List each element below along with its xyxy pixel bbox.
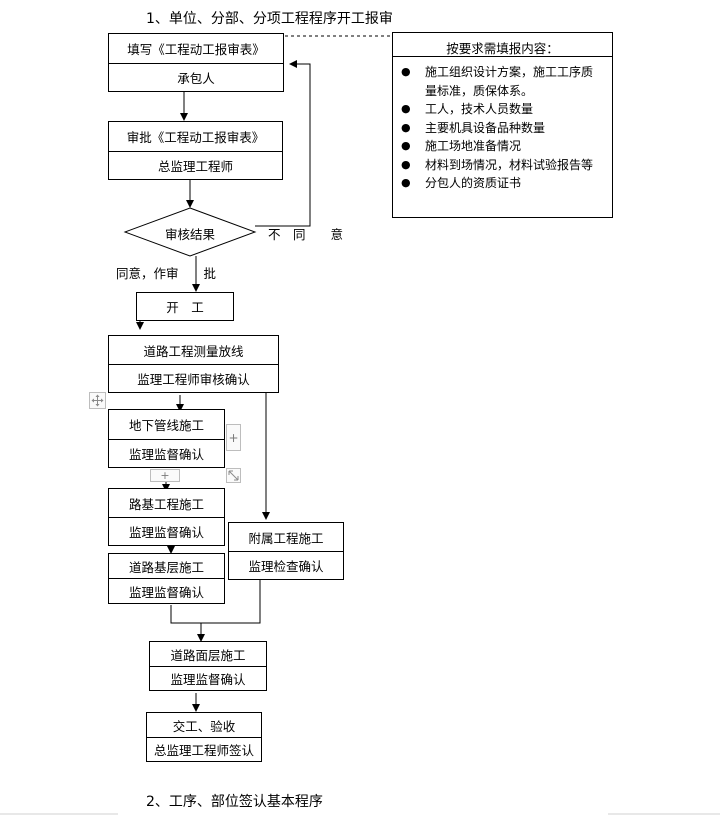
resize-icon[interactable]: [226, 468, 241, 483]
base-layer-confirm: 监理监督确认: [109, 578, 224, 603]
requirements-box: 按要求需填报内容： 施工组织设计方案，施工工序质量标准，质保体系。 工人，技术人…: [392, 32, 613, 218]
requirement-item: 工人，技术人员数量: [401, 100, 604, 119]
approve-form-title: 审批《工程动工报审表》: [126, 130, 265, 145]
move-arrows-icon: [91, 394, 104, 407]
survey-box: 道路工程测量放线 监理工程师审核确认: [108, 335, 279, 393]
review-diamond: [123, 207, 257, 257]
merge-line: [170, 580, 261, 624]
pipeline-box: 地下管线施工 监理监督确认: [108, 409, 225, 468]
subgrade-box: 路基工程施工 监理监督确认: [108, 488, 225, 546]
ancillary-box: 附属工程施工 监理检查确认: [228, 522, 344, 580]
section-2-heading: 2、工序、部位签认基本程序: [146, 794, 323, 810]
section-1-heading: 1、单位、分部、分项工程程序开工报审: [146, 11, 393, 27]
fill-form-box: 填写《工程动工报审表》 承包人: [108, 33, 284, 92]
approve-form-box: 审批《工程动工报审表》 总监理工程师: [108, 121, 283, 180]
requirements-title: 按要求需填报内容：: [393, 33, 612, 57]
surface-layer-title: 道路面层施工: [170, 647, 246, 663]
requirement-item: 材料到场情况，材料试验报告等: [401, 156, 604, 175]
add-column-button[interactable]: +: [226, 424, 241, 451]
add-row-button[interactable]: +: [150, 469, 180, 482]
subgrade-title: 路基工程施工: [128, 496, 204, 512]
handover-title: 交工、验收: [172, 718, 236, 734]
requirement-item: 施工场地准备情况: [401, 137, 604, 156]
requirements-list: 施工组织设计方案，施工工序质量标准，质保体系。 工人，技术人员数量 主要机具设备…: [393, 57, 612, 193]
move-icon[interactable]: [89, 392, 106, 409]
arrow-disagree-loop: [255, 60, 311, 227]
subgrade-confirm: 监理监督确认: [109, 517, 224, 545]
start-work-box: 开 工: [136, 292, 234, 321]
surface-layer-box: 道路面层施工 监理监督确认: [149, 641, 267, 691]
base-layer-title: 道路基层施工: [128, 559, 204, 575]
handover-signoff: 总监理工程师签认: [147, 737, 261, 761]
base-layer-box: 道路基层施工 监理监督确认: [108, 553, 225, 604]
agree-label: 同意，作审 批: [116, 266, 217, 281]
requirement-item: 施工组织设计方案，施工工序质量标准，质保体系。: [401, 63, 604, 100]
survey-confirm: 监理工程师审核确认: [109, 364, 278, 392]
approve-form-owner: 总监理工程师: [109, 151, 282, 179]
pipeline-confirm: 监理监督确认: [109, 439, 224, 467]
requirement-item: 分包人的资质证书: [401, 174, 604, 193]
fill-form-title: 填写《工程动工报审表》: [127, 42, 265, 57]
review-result-label: 审核结果: [164, 227, 215, 242]
survey-title: 道路工程测量放线: [143, 343, 244, 359]
surface-layer-confirm: 监理监督确认: [150, 666, 266, 690]
start-work-label: 开 工: [166, 300, 204, 315]
ancillary-confirm: 监理检查确认: [229, 551, 343, 579]
handover-box: 交工、验收 总监理工程师签认: [146, 712, 262, 762]
resize-arrows-icon: [228, 470, 239, 481]
requirement-item: 主要机具设备品种数量: [401, 119, 604, 138]
ancillary-title: 附属工程施工: [248, 530, 324, 546]
disagree-label: 不 同 意: [268, 227, 344, 242]
pipeline-title: 地下管线施工: [128, 418, 204, 433]
fill-form-owner: 承包人: [109, 63, 283, 91]
